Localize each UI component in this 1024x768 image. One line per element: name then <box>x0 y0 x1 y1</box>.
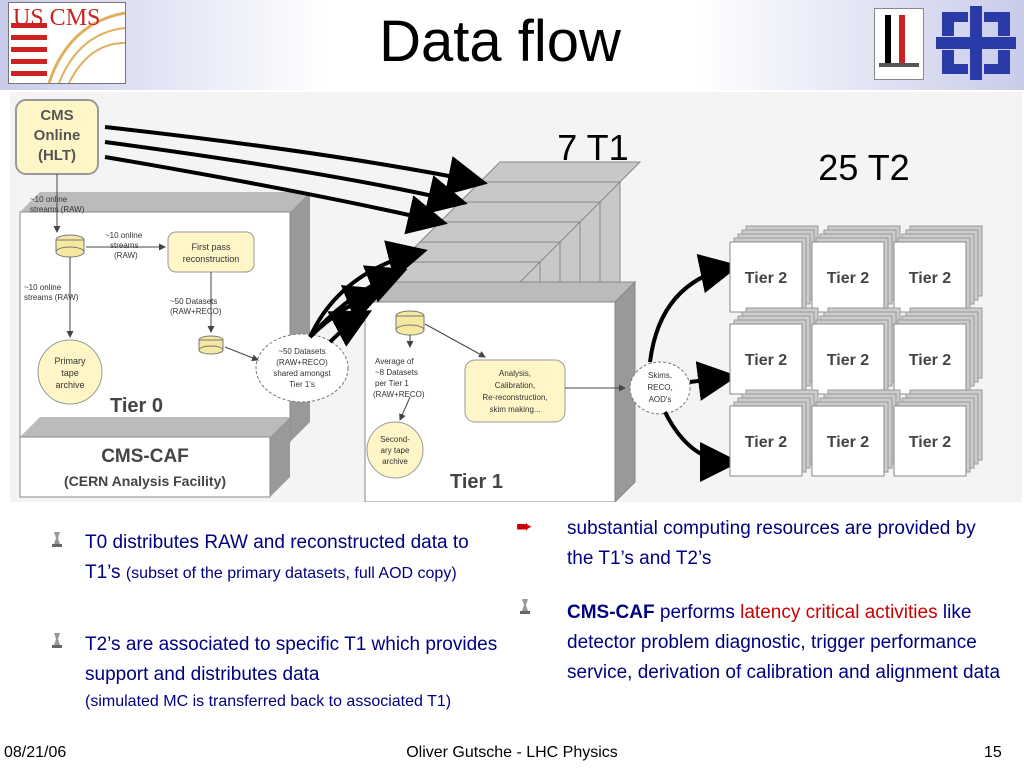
tier2-box <box>893 405 967 477</box>
tier2-box <box>811 405 885 477</box>
streams-label-3b: streams (RAW) <box>24 293 79 302</box>
left-bullet-2: T2’s are associated to specific T1 which… <box>85 630 515 714</box>
tier2-box <box>893 241 967 313</box>
tier2-label: Tier 2 <box>827 270 870 287</box>
datasets-50-line2: (RAW+RECO) <box>170 307 222 316</box>
page-title: Data flow <box>379 9 621 74</box>
fermilab-logo <box>936 6 1016 80</box>
primary-tape-line1: Primary <box>55 356 86 366</box>
tier2-label: Tier 2 <box>827 352 870 369</box>
uscms-logo: US CMS <box>8 2 126 84</box>
tier2-label: Tier 2 <box>909 270 952 287</box>
tier2-label: Tier 2 <box>909 352 952 369</box>
skims-line2: RECO, <box>647 383 672 392</box>
streams-label-1b: streams (RAW) <box>30 205 85 214</box>
left-bullet-1-sub: (subset of the primary datasets, full AO… <box>125 565 457 582</box>
skims-line1: Skims, <box>648 371 672 380</box>
secondary-tape-line2: ary tape <box>381 446 410 455</box>
caf-text1: performs <box>654 602 741 623</box>
tier2-box <box>729 323 803 395</box>
bullet-icon-2 <box>50 631 64 654</box>
avg-line3: per Tier 1 <box>375 379 409 388</box>
left-bullet-1: T0 distributes RAW and reconstructed dat… <box>85 528 505 588</box>
t2-count-label: 25 T2 <box>818 147 909 188</box>
cms-online-line2: Online <box>34 127 81 144</box>
institution-logo <box>874 8 924 80</box>
primary-tape-line2: tape <box>61 368 79 378</box>
analysis-line2: Calibration, <box>495 381 535 390</box>
streams-label-2c: (RAW) <box>114 251 138 260</box>
streams-label-2a: ~10 online <box>105 231 143 240</box>
right-bullet-caf: CMS-CAF performs latency critical activi… <box>567 598 1007 688</box>
cloud-line4: Tier 1's <box>289 380 315 389</box>
analysis-line1: Analysis, <box>499 369 531 378</box>
left-bullet-2-sub: (simulated MC is transferred back to ass… <box>85 693 452 710</box>
bullet-icon-3 <box>518 597 532 620</box>
uscms-logo-text: US CMS <box>13 5 100 31</box>
avg-line1: Average of <box>375 357 414 366</box>
right-bullet-resources: substantial computing resources are prov… <box>567 518 976 569</box>
first-pass-line2: reconstruction <box>183 254 240 264</box>
streams-label-1a: ~10 online <box>30 195 68 204</box>
avg-line4: (RAW+RECO) <box>373 390 425 399</box>
cloud-line2: (RAW+RECO) <box>276 358 328 367</box>
skims-line3: AOD's <box>649 395 672 404</box>
secondary-tape-line1: Second- <box>380 435 410 444</box>
caf-red: latency critical activities <box>740 602 938 623</box>
left-bullet-2-main: T2’s are associated to specific T1 which… <box>85 634 498 685</box>
secondary-tape-line3: archive <box>382 457 408 466</box>
analysis-line4: skim making... <box>489 405 540 414</box>
caf-text2: like detector problem diagnostic, trigge… <box>567 602 1001 683</box>
tier2-box <box>729 405 803 477</box>
cms-online-line3: (HLT) <box>38 147 76 164</box>
tier2-label: Tier 2 <box>745 434 788 451</box>
tier2-label: Tier 2 <box>909 434 952 451</box>
arrow-bullet-icon: ➨ <box>516 516 533 538</box>
tier2-label: Tier 2 <box>827 434 870 451</box>
datasets-50-line1: ~50 Datasets <box>170 297 217 306</box>
cmscaf-subtitle: (CERN Analysis Facility) <box>64 473 226 489</box>
left-bullet-1-main: T0 distributes RAW and reconstructed dat… <box>85 532 469 583</box>
primary-tape-line3: archive <box>55 380 84 390</box>
tier2-box <box>893 323 967 395</box>
cloud-line3: shared amongst <box>273 369 331 378</box>
avg-line2: ~8 Datasets <box>375 368 418 377</box>
tier2-label: Tier 2 <box>745 270 788 287</box>
tier2-label: Tier 2 <box>745 352 788 369</box>
t1-count-label: 7 T1 <box>557 127 628 168</box>
cloud-line1: ~50 Datasets <box>278 347 325 356</box>
tier2-box <box>811 241 885 313</box>
header-bar <box>0 0 1024 90</box>
tier2-box <box>811 323 885 395</box>
cmscaf-title: CMS-CAF <box>101 446 189 467</box>
footer-center: Oliver Gutsche - LHC Physics <box>406 744 618 761</box>
analysis-line3: Re-reconstruction, <box>482 393 547 402</box>
streams-label-2b: streams <box>110 241 138 250</box>
streams-label-3a: ~10 online <box>24 283 62 292</box>
footer-date: 08/21/06 <box>4 744 67 761</box>
caf-bold: CMS-CAF <box>567 602 655 623</box>
tier2-box <box>729 241 803 313</box>
cms-online-line1: CMS <box>40 107 73 124</box>
first-pass-line1: First pass <box>191 242 231 252</box>
footer-page: 15 <box>984 744 1002 761</box>
bullet-icon-1 <box>50 530 64 553</box>
tier1-label: Tier 1 <box>450 471 503 493</box>
data-flow-diagram: CMS Online (HLT) ~10 online streams (RAW… <box>10 92 1022 513</box>
tier0-label: Tier 0 <box>110 395 163 417</box>
